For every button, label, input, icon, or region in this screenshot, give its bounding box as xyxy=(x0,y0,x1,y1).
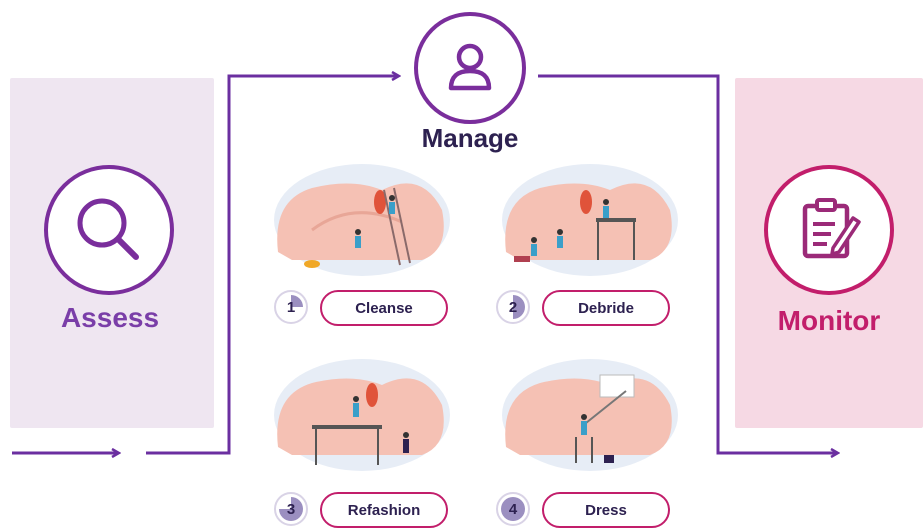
manage-label: Manage xyxy=(421,123,519,153)
step-3-label: Refashion xyxy=(347,501,421,519)
manage-icon-circle xyxy=(414,12,526,124)
step-dress-button[interactable]: Dress xyxy=(542,492,670,528)
step-2-badge: 2 xyxy=(496,290,530,324)
step-3-badge: 3 xyxy=(274,492,308,526)
assess-label: Assess xyxy=(60,302,160,333)
step-1-progress xyxy=(279,295,303,319)
clipboard-icon xyxy=(802,198,861,259)
refashion-illustration xyxy=(274,359,450,471)
cleanse-illustration xyxy=(274,164,450,276)
step-4-badge: 4 xyxy=(496,492,530,526)
arrow-assess-to-manage xyxy=(146,76,398,455)
step-3-progress xyxy=(279,497,303,521)
step-refashion-button[interactable]: Refashion xyxy=(320,492,448,528)
monitor-icon-circle xyxy=(764,165,894,295)
step-1-badge: 1 xyxy=(274,290,308,324)
step-2-label: Debride xyxy=(578,299,634,317)
debride-illustration xyxy=(502,164,678,276)
step-1-label: Cleanse xyxy=(355,299,413,317)
step-cleanse-button[interactable]: Cleanse xyxy=(320,290,448,326)
person-icon xyxy=(448,43,492,91)
step-4-label: Dress xyxy=(585,501,627,519)
assess-icon-circle xyxy=(44,165,174,295)
step-4-progress xyxy=(501,497,525,521)
monitor-label: Monitor xyxy=(777,305,881,336)
step-2-progress xyxy=(501,295,525,319)
step-debride-button[interactable]: Debride xyxy=(542,290,670,326)
arrow-manage-to-monitor xyxy=(538,74,837,453)
dress-illustration xyxy=(502,359,678,471)
magnifier-icon xyxy=(77,198,139,260)
